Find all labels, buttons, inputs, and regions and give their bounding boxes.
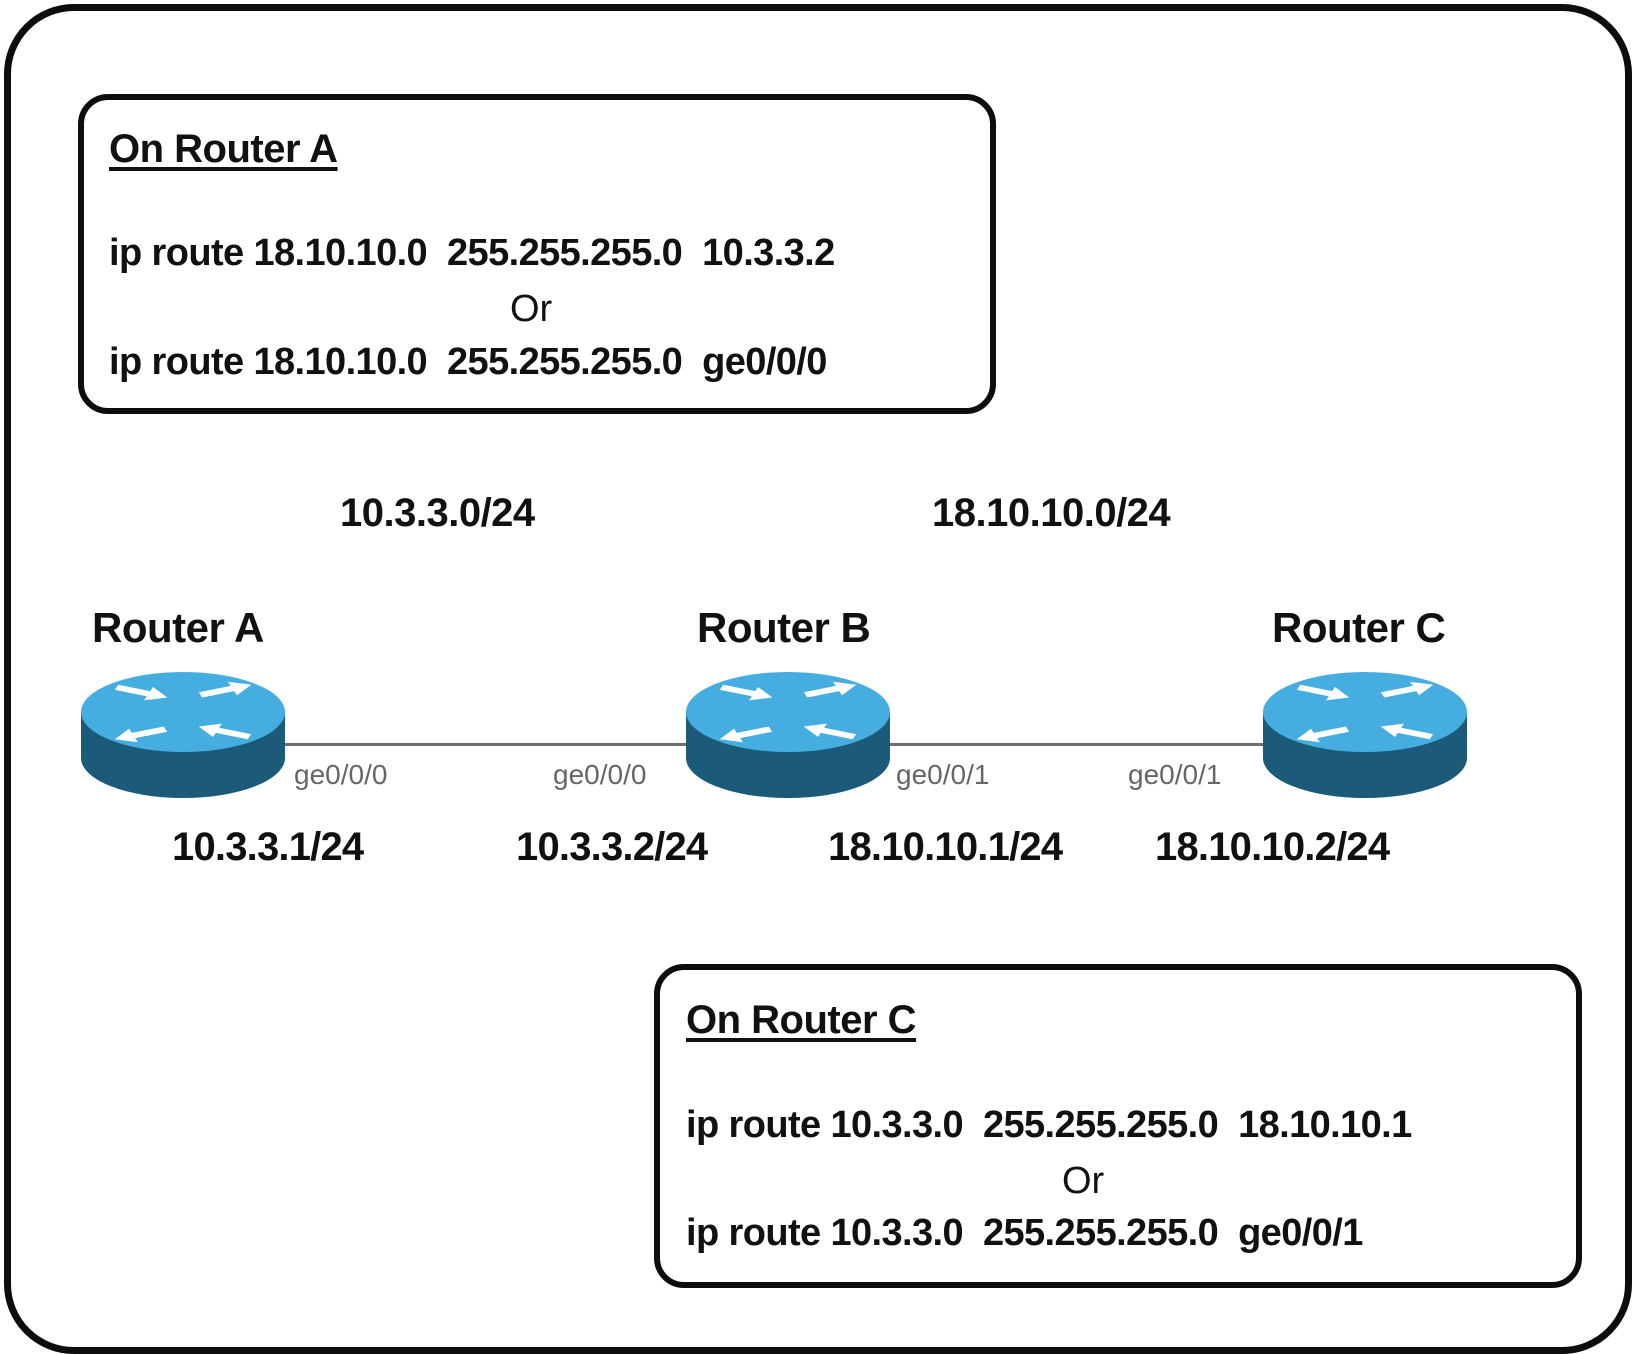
- diagram-frame: [4, 4, 1632, 1354]
- router-b-left-interface-label: ge0/0/0: [553, 759, 647, 790]
- link-a-b: [283, 743, 689, 746]
- router-a-or-label: Or: [510, 288, 553, 330]
- router-a-route-interface: ip route 18.10.10.0 255.255.255.0 ge0/0/…: [109, 341, 827, 383]
- router-c-name: Router C: [1272, 604, 1446, 651]
- router-a-config-title: On Router A: [109, 127, 338, 171]
- link-b-c: [890, 743, 1264, 746]
- router-a-ip-label: 10.3.3.1/24: [172, 825, 364, 869]
- router-a-config-box: [78, 94, 996, 414]
- network-label-right: 18.10.10.0/24: [932, 491, 1171, 535]
- router-b-right-interface-label: ge0/0/1: [896, 759, 990, 790]
- router-c-config-title: On Router C: [686, 998, 917, 1042]
- router-a-icon: [78, 670, 288, 802]
- router-b-icon: [683, 670, 893, 802]
- network-label-left: 10.3.3.0/24: [340, 491, 535, 535]
- router-c-icon: [1260, 670, 1470, 802]
- router-c-ip-label: 18.10.10.2/24: [1155, 825, 1390, 869]
- router-a-route-next-hop: ip route 18.10.10.0 255.255.255.0 10.3.3…: [109, 232, 835, 274]
- router-c-interface-label: ge0/0/1: [1128, 759, 1222, 790]
- router-c-or-label: Or: [1062, 1160, 1105, 1202]
- router-c-route-next-hop: ip route 10.3.3.0 255.255.255.0 18.10.10…: [686, 1104, 1412, 1146]
- router-a-interface-label: ge0/0/0: [294, 759, 388, 790]
- router-b-left-ip-label: 10.3.3.2/24: [516, 825, 708, 869]
- router-a-name: Router A: [92, 604, 264, 651]
- router-c-config-box: [654, 964, 1582, 1288]
- router-b-right-ip-label: 18.10.10.1/24: [828, 825, 1063, 869]
- router-b-name: Router B: [697, 604, 871, 651]
- router-c-route-interface: ip route 10.3.3.0 255.255.255.0 ge0/0/1: [686, 1212, 1363, 1254]
